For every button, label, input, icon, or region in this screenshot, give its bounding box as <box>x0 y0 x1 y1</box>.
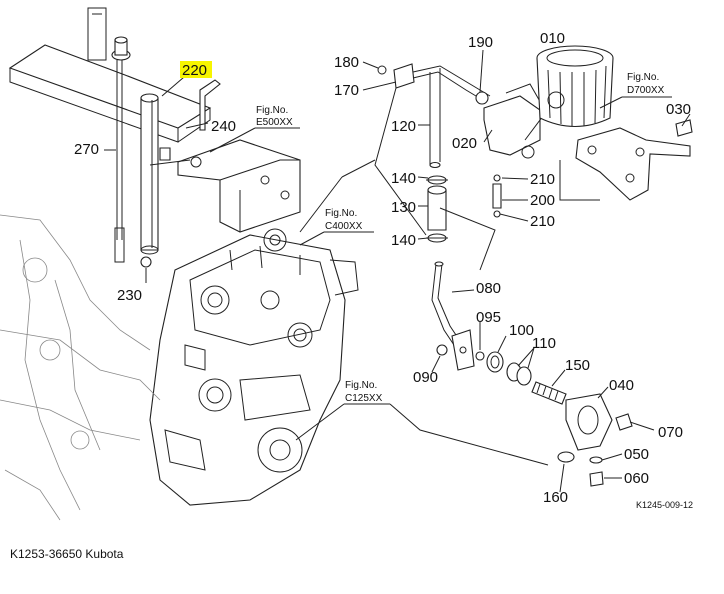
label-210-bottom[interactable]: 210 <box>530 213 555 230</box>
bracket-240 <box>149 79 301 233</box>
fig-ref-d700-prefix[interactable]: Fig.No. <box>627 72 659 83</box>
label-140-bottom[interactable]: 140 <box>391 232 416 249</box>
leader-lines <box>104 49 691 493</box>
fig-ref-e500-prefix[interactable]: Fig.No. <box>256 105 288 116</box>
tractor-frame <box>0 214 161 521</box>
fig-ref-c400-prefix[interactable]: Fig.No. <box>325 208 357 219</box>
part-labels: 180 190 010 220 170 030 240 120 270 020 … <box>74 30 691 506</box>
label-170[interactable]: 170 <box>334 82 359 99</box>
label-160[interactable]: 160 <box>543 489 568 506</box>
label-050[interactable]: 050 <box>624 446 649 463</box>
figure-references: Fig.No. E500XX Fig.No. D700XX Fig.No. C4… <box>256 72 665 404</box>
label-270[interactable]: 270 <box>74 141 99 158</box>
label-110[interactable]: 110 <box>532 335 556 352</box>
label-030[interactable]: 030 <box>666 101 691 118</box>
oil-filter-010 <box>536 45 614 127</box>
highlight-220 <box>180 61 212 78</box>
part-caption: K1253-36650 Kubota <box>10 547 124 561</box>
label-220[interactable]: 220 <box>182 62 207 79</box>
label-080[interactable]: 080 <box>476 280 501 297</box>
oil-pipe-upper <box>377 63 547 169</box>
label-190[interactable]: 190 <box>468 34 493 51</box>
label-210-top[interactable]: 210 <box>530 171 555 188</box>
fig-ref-d700-code[interactable]: D700XX <box>627 85 665 96</box>
filter-bracket <box>575 119 693 201</box>
label-095[interactable]: 095 <box>476 309 501 326</box>
label-070[interactable]: 070 <box>658 424 683 441</box>
label-040[interactable]: 040 <box>609 377 634 394</box>
fig-ref-e500-code[interactable]: E500XX <box>256 117 293 128</box>
label-100[interactable]: 100 <box>509 322 534 339</box>
oil-pipe-lower <box>431 261 532 386</box>
label-150[interactable]: 150 <box>565 357 590 374</box>
label-010[interactable]: 010 <box>540 30 565 47</box>
fig-ref-c125-prefix[interactable]: Fig.No. <box>345 380 377 391</box>
label-090[interactable]: 090 <box>413 369 438 386</box>
label-180[interactable]: 180 <box>334 54 359 71</box>
fig-ref-c400-code[interactable]: C400XX <box>325 221 363 232</box>
fitting-040 <box>557 393 633 487</box>
dipstick-270 <box>111 36 131 263</box>
label-130[interactable]: 130 <box>391 199 416 216</box>
label-120[interactable]: 120 <box>391 118 416 135</box>
parts-diagram: 180 190 010 220 170 030 240 120 270 020 … <box>0 7 693 521</box>
drawing-code: K1245-009-12 <box>636 500 693 510</box>
label-140-top[interactable]: 140 <box>391 170 416 187</box>
label-200[interactable]: 200 <box>530 192 555 209</box>
label-240[interactable]: 240 <box>211 118 236 135</box>
guide-tube-220 <box>140 93 159 268</box>
bolt-150 <box>531 381 567 405</box>
sleeve-130 <box>426 175 448 243</box>
pin-200 <box>492 174 502 218</box>
label-230[interactable]: 230 <box>117 287 142 304</box>
label-060[interactable]: 060 <box>624 470 649 487</box>
transmission-housing <box>149 228 359 506</box>
fig-ref-c125-code[interactable]: C125XX <box>345 393 383 404</box>
label-020[interactable]: 020 <box>452 135 477 152</box>
